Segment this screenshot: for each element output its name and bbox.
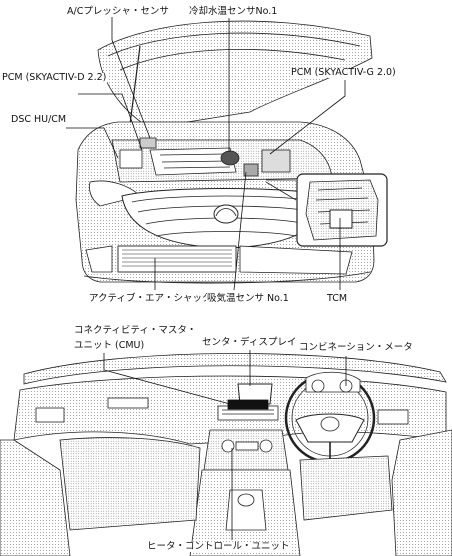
label-heater-control-unit: ヒータ・コントロール・ユニット bbox=[146, 541, 291, 552]
label-cmu-line1: コネクティビティ・マスタ・ bbox=[73, 325, 198, 336]
label-center-display: センタ・ディスプレイ bbox=[201, 337, 298, 348]
dashboard-illustration bbox=[0, 353, 452, 556]
label-combination-meter: コンビネーション・メータ bbox=[298, 342, 414, 353]
label-pcm-skyactiv-d: PCM (SKYACTIV-D 2.2) bbox=[1, 72, 108, 83]
label-dsc-hu-cm: DSC HU/CM bbox=[10, 114, 68, 125]
label-coolant-temp-sensor: 冷却水温センサNo.1 bbox=[188, 6, 279, 17]
label-ac-pressure-sensor: A/Cプレッシャ・センサ bbox=[66, 6, 170, 17]
leader-lines-top bbox=[66, 16, 346, 291]
leader-lines-bottom bbox=[103, 350, 347, 540]
label-tcm: TCM bbox=[326, 293, 349, 304]
engine-bay-illustration bbox=[75, 20, 388, 284]
label-cmu-line2: ユニット (CMU) bbox=[73, 340, 146, 351]
label-intake-air-temp-sensor: 吸気温センサ No.1 bbox=[206, 293, 290, 304]
label-pcm-skyactiv-g: PCM (SKYACTIV-G 2.0) bbox=[290, 67, 397, 78]
label-active-air-shutter: アクティブ・エア・シャッタ bbox=[88, 293, 213, 304]
